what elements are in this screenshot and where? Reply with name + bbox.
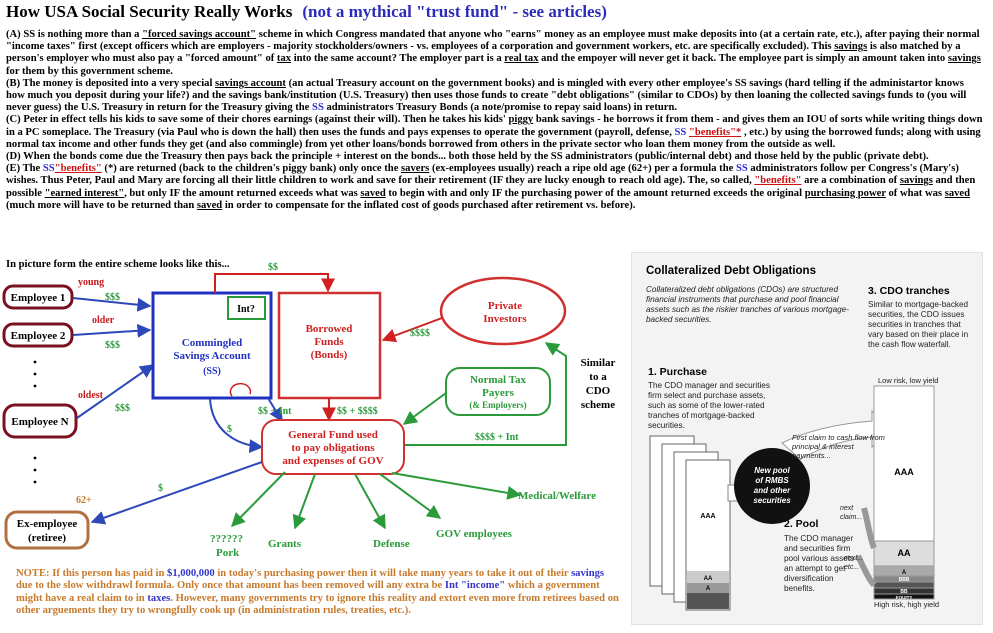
output-grants: Grants (268, 538, 302, 550)
similar-cdo-2: to a (589, 371, 607, 383)
gf-int-label: $$$$ + Int (475, 432, 519, 443)
svg-text:of RMBS: of RMBS (755, 476, 789, 485)
private-investors-ellipse: Private Investors (441, 278, 565, 344)
note-segment: NOTE: If this person has paid in (16, 568, 167, 579)
arrow-normal-tax (404, 393, 446, 424)
cdo-documents: AAA AA A (650, 436, 730, 610)
tranche-a: A (902, 570, 907, 576)
svg-text:and other: and other (754, 486, 791, 495)
cdo-next-claim: next claim... (840, 505, 870, 522)
ellipsis-dots-2 (34, 457, 37, 484)
arrow-defense (355, 474, 385, 528)
private-money: $$$$ (410, 328, 430, 339)
note-segment: Int "income" (445, 580, 505, 591)
ex-employee-box: Ex-employee (retiree) (6, 512, 88, 548)
ex-employee-label-1: Ex-employee (17, 518, 78, 530)
output-pork-1: ?????? (210, 533, 243, 545)
ex-employee-label-2: (retiree) (28, 532, 66, 544)
svg-text:securities: securities (753, 496, 791, 505)
note-segment: taxes (147, 593, 170, 604)
commingled-savings-box: Int? Commingled Savings Account (SS) (153, 293, 271, 398)
employee-1-box: Employee 1 (4, 286, 72, 308)
borrowed-funds-box: Borrowed Funds (Bonds) (279, 293, 380, 398)
arrow-medical (392, 473, 520, 495)
similar-cdo-1: Similar (581, 357, 616, 369)
output-medical: Medical/Welfare (518, 490, 596, 502)
age-older: older (92, 315, 115, 326)
normal-tax-sub: (& Employers) (469, 400, 526, 410)
output-pork-2: Pork (216, 547, 240, 559)
normal-tax-label-2: Payers (482, 387, 514, 399)
general-fund-label-2: to pay obligations (291, 442, 375, 454)
arrow-grants (295, 474, 315, 528)
commingled-label-1: Commingled (182, 337, 243, 349)
normal-tax-box: Normal Tax Payers (& Employers) (446, 368, 550, 415)
age-62plus: 62+ (76, 495, 92, 506)
arrow-emp2 (73, 330, 150, 335)
general-fund-label-3: and expenses of GOV (282, 455, 383, 467)
top-ss-label: $$ (268, 262, 278, 273)
commingled-label-2: Savings Account (173, 350, 251, 362)
output-defense: Defense (373, 538, 410, 550)
int-label: Int? (237, 304, 255, 315)
tranche-equity: EQUITY (896, 595, 913, 600)
doc-a: A (706, 586, 711, 592)
emp2-money: $$$ (105, 340, 120, 351)
ellipsis-dots-1 (34, 361, 37, 388)
cdo-next-etc: next... etc... (844, 555, 870, 572)
private-label-2: Investors (483, 313, 527, 325)
retiree-note: NOTE: If this person has paid in $1,000,… (16, 568, 621, 618)
private-label-1: Private (488, 300, 522, 312)
empn-money: $$$ (115, 403, 130, 414)
general-fund-box: General Fund used to pay obligations and… (262, 420, 404, 474)
doc-aaa: AAA (700, 513, 715, 520)
down-s-label: $ (227, 424, 232, 435)
tranche-aa: AA (898, 548, 911, 558)
arrow-top-ss (215, 274, 328, 293)
output-gov-employees: GOV employees (436, 528, 513, 540)
note-segment: $1,000,000 (167, 568, 215, 579)
age-oldest: oldest (78, 390, 104, 401)
arrow-down-s (210, 399, 262, 447)
cdo-tranche-tower: AAA AA A BBB BB EQUITY (874, 386, 934, 600)
normal-tax-label-1: Normal Tax (470, 374, 526, 386)
note-segment: savings (571, 568, 604, 579)
note-segment: in today's purchasing power then it will… (215, 568, 571, 579)
cdo-infographic: Collateralized Debt Obligations Collater… (631, 252, 983, 625)
svg-text:New pool: New pool (754, 466, 790, 475)
cdo-first-claim: First claim to cash flow from principal … (792, 433, 887, 460)
arrow-retiree (92, 462, 262, 522)
arrow-pork (232, 472, 285, 526)
ss-int-label: $$ + Int (258, 406, 292, 417)
employee-n-box: Employee N (4, 405, 76, 437)
tranche-bbb: BBB (899, 577, 910, 583)
age-young: young (78, 277, 104, 288)
commingled-ss: (SS) (203, 366, 221, 377)
employee-2-label: Employee 2 (11, 330, 66, 342)
tranche-aaa: AAA (894, 467, 914, 477)
general-fund-label-1: General Fund used (288, 429, 378, 441)
borrowed-label-2: Funds (314, 336, 344, 348)
note-segment: due to the slow withdrawl formula. Only … (16, 580, 445, 591)
borrowed-label-1: Borrowed (306, 323, 353, 335)
ssss-label: $$ + $$$$ (337, 406, 378, 417)
employee-1-label: Employee 1 (11, 292, 66, 304)
doc-aa: AA (704, 576, 713, 582)
similar-cdo-3: CDO (586, 385, 611, 397)
similar-cdo-4: scheme (581, 399, 615, 411)
employee-n-label: Employee N (11, 416, 68, 428)
borrowed-label-3: (Bonds) (311, 349, 348, 361)
retiree-money: $ (158, 483, 163, 494)
employee-2-box: Employee 2 (4, 324, 72, 346)
